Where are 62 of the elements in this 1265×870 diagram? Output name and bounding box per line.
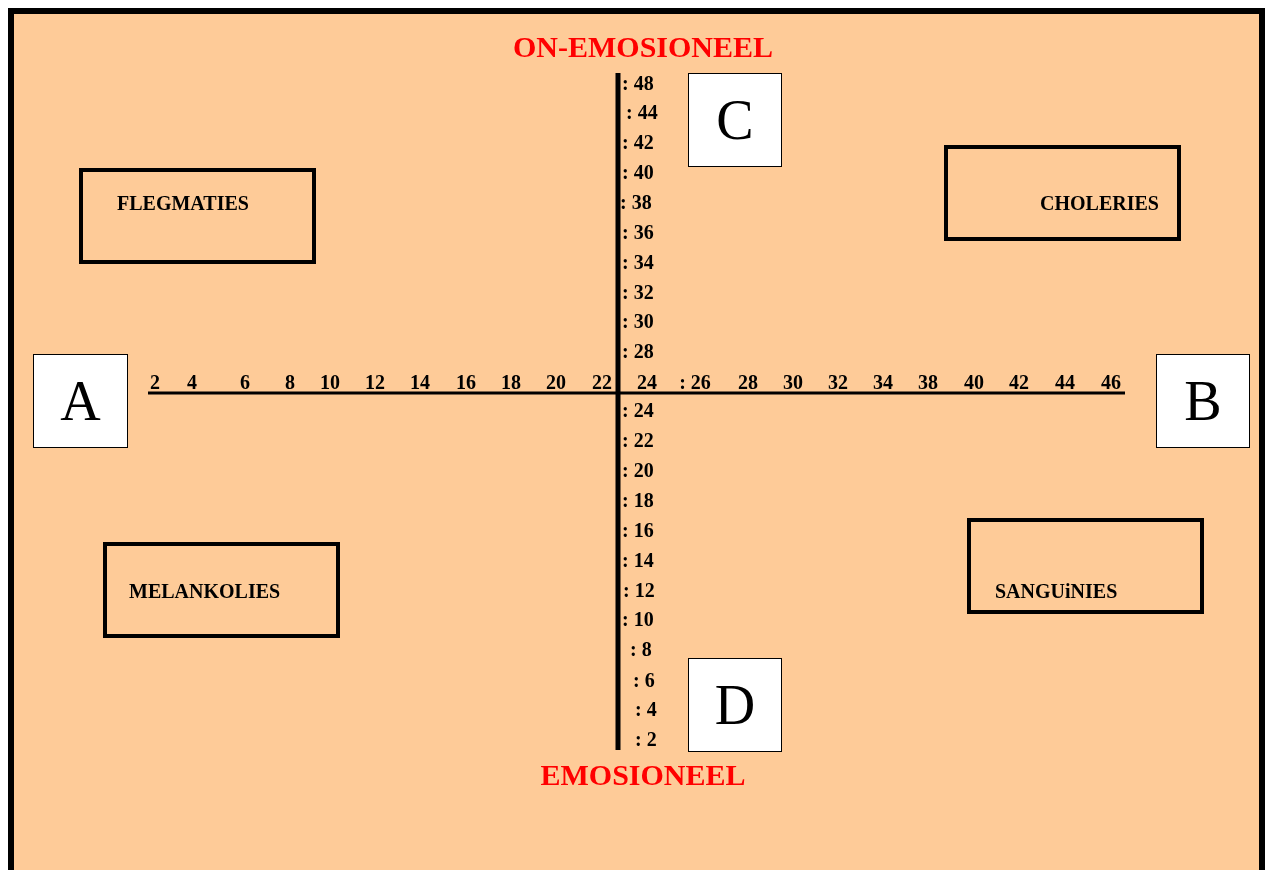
tick-label: 24 xyxy=(637,372,657,392)
tick-label: 14 xyxy=(410,372,430,392)
tick-label: 18 xyxy=(501,372,521,392)
tick-label: 38 xyxy=(918,372,938,392)
tick-label: : 28 xyxy=(622,341,654,361)
tick-label: 44 xyxy=(1055,372,1075,392)
tick-label: : 36 xyxy=(622,222,654,242)
tick-label: 12 xyxy=(365,372,385,392)
tick-label: : 22 xyxy=(622,430,654,450)
tick-label: : 40 xyxy=(622,162,654,182)
tick-label: : 20 xyxy=(622,460,654,480)
quadrant-letter: A xyxy=(60,373,101,429)
letter-box xyxy=(688,73,782,167)
tick-label: 30 xyxy=(783,372,803,392)
tick-label: 6 xyxy=(240,372,250,392)
tick-label: 16 xyxy=(456,372,476,392)
tick-label: : 30 xyxy=(622,311,654,331)
tick-label: 4 xyxy=(187,372,197,392)
tick-label: 22 xyxy=(592,372,612,392)
tick-label: : 12 xyxy=(623,580,655,600)
quadrant-letter: C xyxy=(716,92,754,148)
quadrant-letter: B xyxy=(1184,373,1222,429)
axis-title: ON-EMOSIONEEL xyxy=(513,32,773,62)
tick-label: 10 xyxy=(320,372,340,392)
tick-label: : 44 xyxy=(626,102,658,122)
tick-label: 8 xyxy=(285,372,295,392)
axis-title: EMOSIONEEL xyxy=(540,760,746,790)
tick-label: : 16 xyxy=(622,520,654,540)
temperament-label: MELANKOLIES xyxy=(129,579,281,604)
tick-label: : 18 xyxy=(622,490,654,510)
tick-label: 32 xyxy=(828,372,848,392)
tick-label: 34 xyxy=(873,372,893,392)
temperament-box xyxy=(944,145,1181,241)
tick-label: 28 xyxy=(738,372,758,392)
tick-label: 20 xyxy=(546,372,566,392)
temperament-box xyxy=(79,168,316,264)
tick-label: : 26 xyxy=(679,372,711,392)
tick-label: 46 xyxy=(1101,372,1121,392)
tick-label: : 42 xyxy=(622,132,654,152)
letter-box xyxy=(1156,354,1250,448)
temperament-label: FLEGMATIES xyxy=(117,191,249,216)
tick-label: : 38 xyxy=(620,192,652,212)
temperament-box xyxy=(967,518,1204,614)
temperament-box xyxy=(103,542,340,638)
tick-label: 40 xyxy=(964,372,984,392)
quadrant-letter: D xyxy=(714,677,756,733)
letter-box xyxy=(33,354,128,448)
tick-label: 2 xyxy=(150,372,160,392)
tick-label: : 8 xyxy=(630,639,652,659)
tick-label: : 32 xyxy=(622,282,654,302)
temperament-label: SANGUiNIES xyxy=(995,579,1118,604)
tick-label: : 24 xyxy=(622,400,654,420)
letter-box xyxy=(688,658,782,752)
temperament-label: CHOLERIES xyxy=(1040,191,1159,216)
tick-label: : 10 xyxy=(622,609,654,629)
tick-label: 42 xyxy=(1009,372,1029,392)
tick-label: : 2 xyxy=(635,729,657,749)
tick-label: : 48 xyxy=(622,73,654,93)
tick-label: : 4 xyxy=(635,699,657,719)
tick-label: : 6 xyxy=(633,670,655,690)
tick-label: : 34 xyxy=(622,252,654,272)
tick-label: : 14 xyxy=(622,550,654,570)
